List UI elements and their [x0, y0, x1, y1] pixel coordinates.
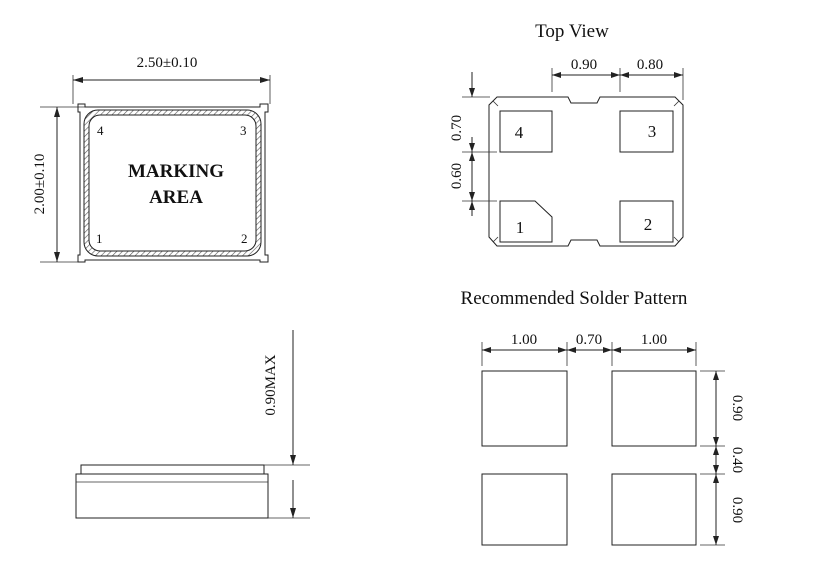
dim-gap-w-label: 0.70: [576, 332, 602, 348]
dim-pad-w1-label: 1.00: [511, 332, 537, 348]
dim-gap-label: 0.90: [571, 57, 597, 73]
marking-view: 2.50±0.10 2.00±0.10 MARKING AREA 4 3 1 2: [32, 55, 271, 263]
top-pad-1: [499, 200, 553, 243]
dim-pad-width-label: 0.80: [637, 57, 663, 73]
top-pad-4: [499, 110, 553, 153]
solder-pad-bottom-left: [481, 473, 568, 546]
pin-label-3: 3: [240, 123, 247, 138]
dim-pad-w2-label: 1.00: [641, 332, 667, 348]
top-pin-label-2: 2: [644, 215, 653, 234]
package-outline: [77, 103, 269, 263]
top-view-outline: [488, 96, 684, 247]
solder-pad-bottom-right: [611, 473, 697, 546]
marking-text-line1: MARKING: [128, 161, 224, 182]
solder-pattern: Recommended Solder Pattern 1.00 0.70 1.0…: [461, 288, 745, 546]
pin-label-2: 2: [241, 231, 248, 246]
side-lid: [80, 464, 265, 475]
solder-vertical-dimensions: 0.90 0.40 0.90: [700, 370, 745, 546]
top-pad-2: [619, 200, 674, 243]
solder-pattern-title: Recommended Solder Pattern: [461, 288, 688, 309]
solder-pad-top-left: [481, 370, 568, 447]
height-dimension: 2.00±0.10: [32, 106, 85, 263]
marking-area-box: [88, 114, 257, 252]
top-pin-label-3: 3: [648, 122, 657, 141]
side-height-dim-label: 0.90MAX: [263, 354, 279, 415]
side-body: [75, 473, 269, 519]
solder-horizontal-dimensions: 1.00 0.70 1.00: [481, 332, 697, 366]
side-view: 0.90MAX: [75, 330, 310, 519]
top-vertical-dimensions: 0.70 0.60: [449, 72, 497, 216]
width-dim-label: 2.50±0.10: [137, 55, 198, 71]
top-horizontal-dimensions: 0.90 0.80: [551, 57, 684, 100]
top-pad-3: [619, 110, 674, 153]
marking-text-line2: AREA: [149, 187, 203, 208]
dim-pad-h1-label: 0.90: [729, 395, 745, 421]
pin-label-1: 1: [96, 231, 103, 246]
pin-label-4: 4: [97, 123, 104, 138]
top-view: Top View 4 3 1 2 0.90 0.80: [449, 21, 684, 247]
dim-pad-gap-label: 0.60: [449, 163, 465, 189]
solder-pad-top-right: [611, 370, 697, 447]
dim-gap-h-label: 0.40: [729, 447, 745, 473]
dim-pad-h2-label: 0.90: [729, 497, 745, 523]
top-view-title: Top View: [535, 21, 609, 42]
width-dimension: 2.50±0.10: [72, 55, 271, 104]
top-pin-label-4: 4: [515, 123, 524, 142]
top-pin-label-1: 1: [516, 218, 525, 237]
height-dim-label: 2.00±0.10: [32, 154, 48, 215]
dim-pad-height-label: 0.70: [449, 115, 465, 141]
